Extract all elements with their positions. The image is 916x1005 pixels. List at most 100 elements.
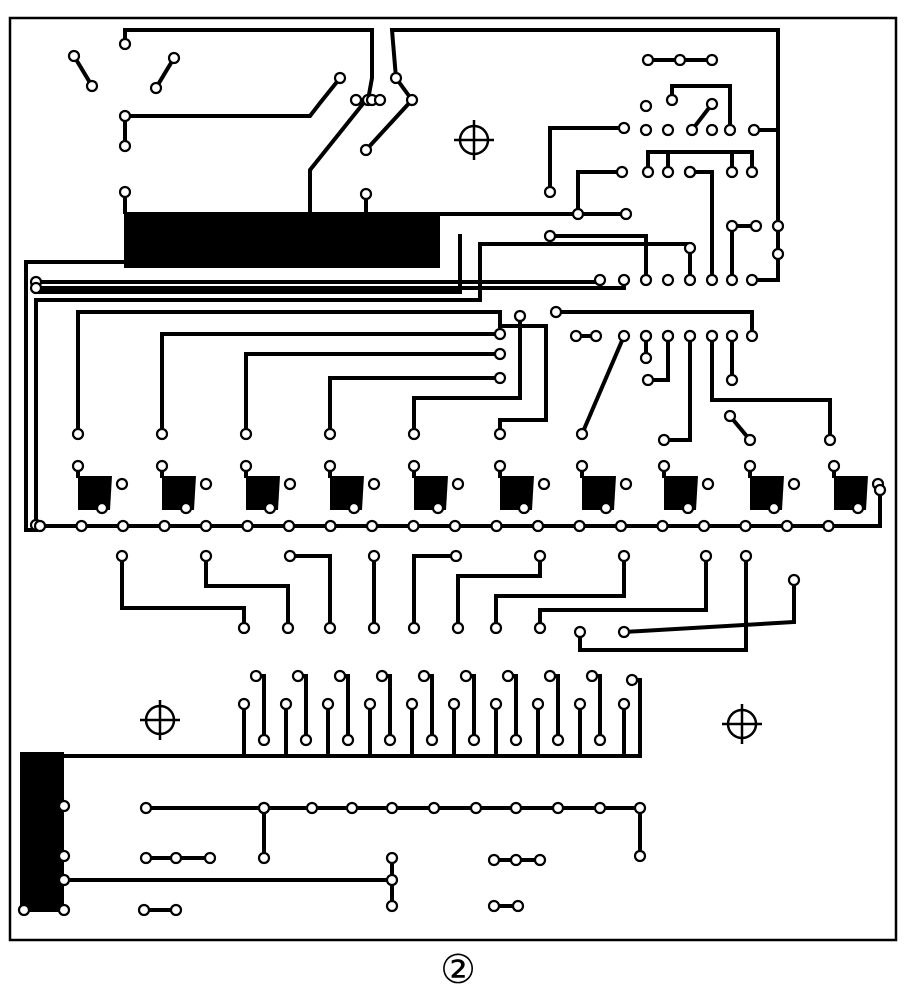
pad [179, 501, 193, 515]
pad [345, 801, 359, 815]
pad [467, 733, 481, 747]
trace [750, 128, 780, 282]
trace [120, 554, 246, 630]
pad [333, 669, 347, 683]
pad [257, 851, 271, 865]
copper-fill-areas [20, 212, 868, 912]
trace [646, 150, 754, 174]
trace [662, 334, 692, 442]
pad [571, 207, 585, 221]
pad [575, 459, 589, 473]
pad [489, 697, 503, 711]
pad [365, 519, 379, 533]
pad [725, 373, 739, 387]
trace [380, 674, 392, 742]
pad [661, 329, 675, 343]
pad [490, 519, 503, 533]
pad [657, 433, 671, 447]
trace [328, 376, 502, 436]
pad [549, 305, 563, 319]
pad [617, 625, 631, 639]
pad [451, 477, 465, 491]
pad [641, 165, 655, 179]
trace [412, 554, 458, 630]
trace [62, 856, 394, 882]
trace [34, 234, 462, 294]
pad [701, 477, 715, 491]
trace [254, 674, 266, 742]
pad [281, 621, 295, 635]
pad [551, 801, 565, 815]
pad [617, 697, 631, 711]
pad [203, 851, 217, 865]
pad [509, 733, 523, 747]
pad [237, 621, 251, 635]
pad [299, 733, 313, 747]
transistor-body [78, 476, 112, 510]
pad [787, 573, 801, 587]
pad [469, 801, 483, 815]
pad [569, 329, 583, 343]
pad [373, 93, 387, 107]
transistor-body [834, 476, 868, 510]
transistor-body [330, 476, 364, 510]
pad [573, 519, 586, 533]
pad [341, 733, 355, 747]
pad [407, 459, 421, 473]
pad [407, 427, 421, 441]
pad [767, 501, 781, 515]
trace [506, 674, 518, 742]
pad [383, 733, 397, 747]
pad [639, 123, 653, 137]
pad [725, 219, 739, 233]
board-outline [8, 16, 898, 942]
pad [633, 849, 647, 863]
pad [575, 427, 589, 441]
trace [389, 28, 780, 132]
pad [745, 329, 759, 343]
trace [34, 278, 602, 284]
pad [375, 669, 389, 683]
trace [548, 126, 626, 194]
pad [431, 501, 445, 515]
pad [589, 329, 603, 343]
pad [771, 247, 785, 261]
pad [323, 459, 337, 473]
pad [665, 93, 679, 107]
pad [599, 501, 613, 515]
pad [95, 501, 109, 515]
pad [685, 123, 699, 137]
pad [137, 903, 151, 917]
trace [670, 84, 732, 132]
pad [633, 801, 647, 815]
pad [385, 801, 399, 815]
pad [593, 801, 607, 815]
pad [639, 329, 653, 343]
pad [367, 621, 381, 635]
pad [67, 49, 81, 63]
pad [118, 185, 132, 199]
pad [239, 427, 253, 441]
pad [641, 373, 655, 387]
pad [533, 621, 547, 635]
pad [167, 51, 181, 65]
pad [743, 459, 757, 473]
pad [115, 477, 129, 491]
pad [493, 427, 507, 441]
pad [139, 801, 153, 815]
pad [199, 519, 213, 533]
pad [725, 329, 739, 343]
pad [448, 519, 462, 533]
pad [257, 801, 271, 815]
pad [683, 329, 697, 343]
pad [425, 733, 439, 747]
pad [683, 273, 697, 287]
pad [417, 669, 431, 683]
pad [593, 273, 607, 287]
pad [747, 123, 761, 137]
pad [683, 241, 697, 255]
trace [308, 97, 369, 214]
pad [771, 219, 785, 233]
trace [204, 554, 290, 630]
trace [621, 578, 796, 635]
